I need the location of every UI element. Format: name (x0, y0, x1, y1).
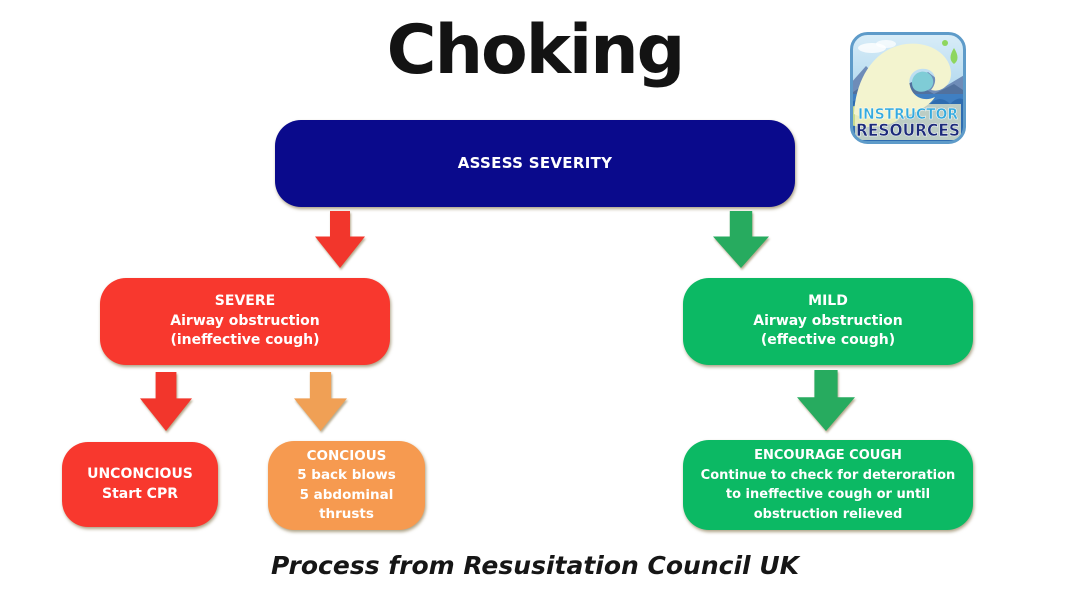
encourage-cough-box: ENCOURAGE COUGH Continue to check for de… (683, 440, 973, 530)
down-arrow-green-icon (713, 211, 769, 268)
concious-box: CONCIOUS 5 back blows 5 abdominal thrust… (268, 441, 425, 530)
concious-line1: 5 back blows (297, 467, 396, 484)
concious-line2: 5 abdominal thrusts (299, 486, 394, 522)
severe-heading: SEVERE (214, 292, 276, 309)
down-arrow-orange-icon (294, 372, 347, 431)
mild-box: MILD Airway obstruction (effective cough… (683, 278, 973, 365)
concious-heading: CONCIOUS (306, 448, 387, 465)
mild-line2: (effective cough) (760, 332, 896, 349)
unconcious-heading: UNCONCIOUS (87, 465, 193, 482)
down-arrow-red-icon (315, 211, 365, 268)
assess-severity-label: ASSESS SEVERITY (457, 153, 613, 172)
severe-box: SEVERE Airway obstruction (ineffective c… (100, 278, 390, 365)
mild-line1: Airway obstruction (753, 312, 903, 329)
mild-heading: MILD (808, 292, 848, 309)
assess-severity-box: ASSESS SEVERITY (275, 120, 795, 207)
encourage-heading: ENCOURAGE COUGH (754, 448, 902, 463)
down-arrow-green-icon (797, 370, 855, 431)
instructor-resources-logo: INSTRUCTOR RESOURCES (850, 32, 966, 144)
severe-line2: (ineffective cough) (170, 332, 320, 349)
encourage-body: Continue to check for deteroration to in… (700, 467, 956, 522)
unconcious-line1: Start CPR (101, 485, 178, 502)
logo-text-instructor: INSTRUCTOR (858, 105, 958, 123)
severe-line1: Airway obstruction (170, 312, 320, 329)
page-title: Choking (386, 11, 686, 90)
wave-logo-icon: INSTRUCTOR RESOURCES (850, 32, 966, 144)
logo-text-resources: RESOURCES (856, 121, 960, 141)
down-arrow-red-icon (140, 372, 192, 431)
unconcious-box: UNCONCIOUS Start CPR (62, 442, 218, 527)
source-caption: Process from Resusitation Council UK (271, 551, 799, 580)
